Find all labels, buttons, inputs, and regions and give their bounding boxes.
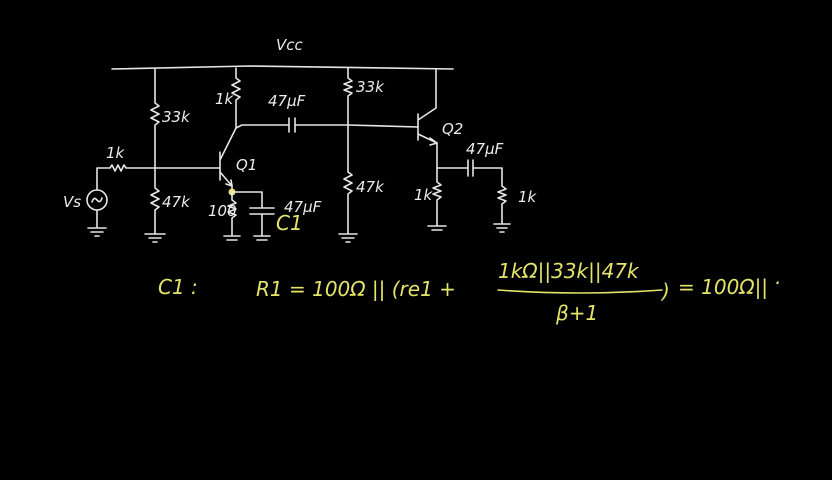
equation-lhs: R1 = 100Ω || (re1 + <box>256 277 456 301</box>
equation-denominator: β+1 <box>555 301 598 325</box>
r-bottom-right-label: 47k <box>356 178 385 196</box>
r-bottom-left-label: 47k <box>162 193 191 211</box>
q2-transistor <box>417 69 447 231</box>
r-emitter-q1 <box>223 191 241 241</box>
c-emitter-q1-label: 47μF <box>284 198 322 216</box>
q2-label: Q2 <box>442 120 463 138</box>
r-emitter-q2-label: 1k <box>414 186 434 204</box>
r-load-label: 1k <box>518 188 538 206</box>
left-divider <box>150 68 160 235</box>
c-coupling-2-label: 47μF <box>466 140 504 158</box>
sine-glyph <box>91 197 103 203</box>
r-emitter-q1-label: 100 <box>208 202 237 220</box>
ground-icon <box>144 233 166 243</box>
c1-label: C1 <box>276 211 303 235</box>
r-top-left-label: 33k <box>162 108 191 126</box>
vcc-label: Vcc <box>276 36 304 54</box>
c-emitter-q1 <box>231 191 275 241</box>
fraction-bar <box>497 289 663 294</box>
equation-rhs: = 100Ω|| <box>678 275 768 299</box>
input-wire <box>96 164 221 191</box>
right-divider <box>338 67 358 243</box>
equation-prefix: C1 : <box>158 275 198 299</box>
q1-label: Q1 <box>236 156 257 174</box>
input-resistor-label: 1k <box>106 144 126 162</box>
equation-close-paren: ) <box>660 279 670 303</box>
r-top-right-label: 33k <box>356 78 385 96</box>
emitter-arrow-icon <box>429 137 438 146</box>
c-coupling-1-label: 47μF <box>268 92 306 110</box>
r-collector-q1-label: 1k <box>215 90 235 108</box>
emitter-arrow-icon <box>225 179 233 187</box>
equation-numerator: 1kΩ||33k||47k <box>498 259 640 283</box>
equation-trailing: · <box>774 271 780 295</box>
vcc-rail <box>111 65 454 70</box>
coupling-cap-1 <box>235 117 419 133</box>
source-label: Vs <box>63 193 81 211</box>
coupling-cap-2 <box>436 159 511 233</box>
ground-icon <box>87 209 107 237</box>
